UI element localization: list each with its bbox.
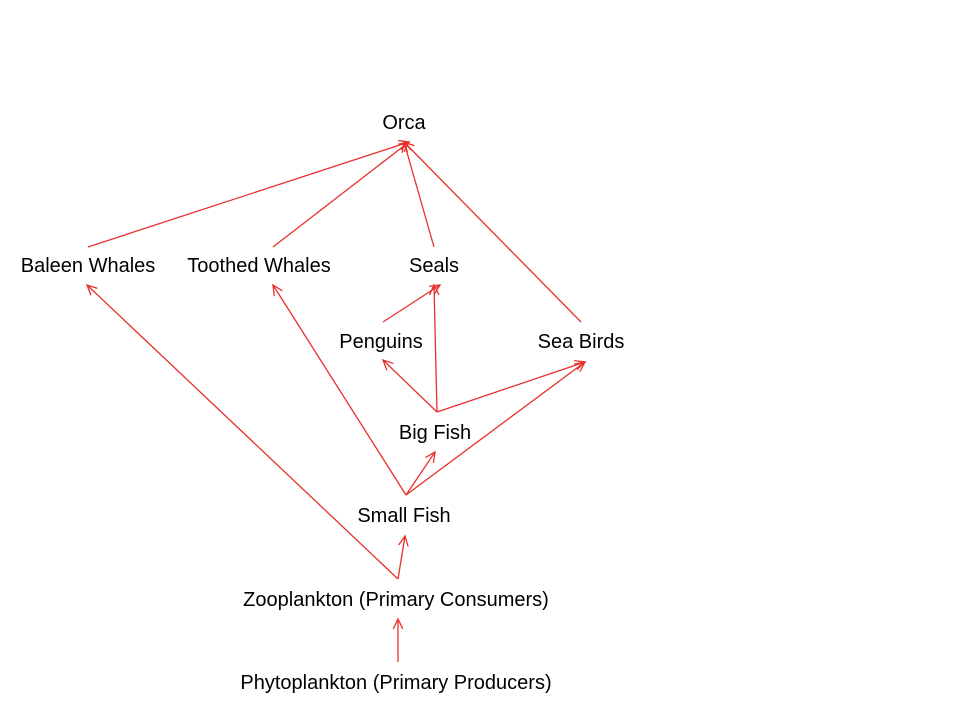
node-big-fish: Big Fish xyxy=(398,422,472,444)
arrow-big-fish-to-seals xyxy=(428,283,440,413)
arrow-seals-to-orca xyxy=(401,140,435,248)
arrow-baleen-whales-to-orca xyxy=(87,139,411,248)
arrow-small-fish-to-toothed-whales xyxy=(272,283,407,496)
node-phytoplankton: Phytoplankton (Primary Producers) xyxy=(240,672,552,694)
arrow-big-fish-to-penguins xyxy=(381,358,438,413)
arrow-zooplankton-to-baleen-whales xyxy=(85,283,399,580)
arrow-big-fish-to-sea-birds xyxy=(436,360,587,413)
arrow-sea-birds-to-orca xyxy=(402,140,582,323)
arrow-phytoplankton-to-zooplankton xyxy=(392,617,404,662)
node-zooplankton: Zooplankton (Primary Consumers) xyxy=(243,589,549,611)
node-baleen-whales: Baleen Whales xyxy=(20,255,156,277)
node-seals: Seals xyxy=(408,255,460,277)
node-toothed-whales: Toothed Whales xyxy=(187,255,331,277)
arrow-small-fish-to-big-fish xyxy=(405,450,436,496)
node-sea-birds: Sea Birds xyxy=(537,331,625,353)
arrow-zooplankton-to-small-fish xyxy=(397,534,409,580)
node-small-fish: Small Fish xyxy=(357,505,451,527)
arrow-toothed-whales-to-orca xyxy=(272,141,411,248)
node-penguins: Penguins xyxy=(339,331,423,353)
arrow-small-fish-to-sea-birds xyxy=(405,361,587,496)
node-orca: Orca xyxy=(382,112,426,134)
